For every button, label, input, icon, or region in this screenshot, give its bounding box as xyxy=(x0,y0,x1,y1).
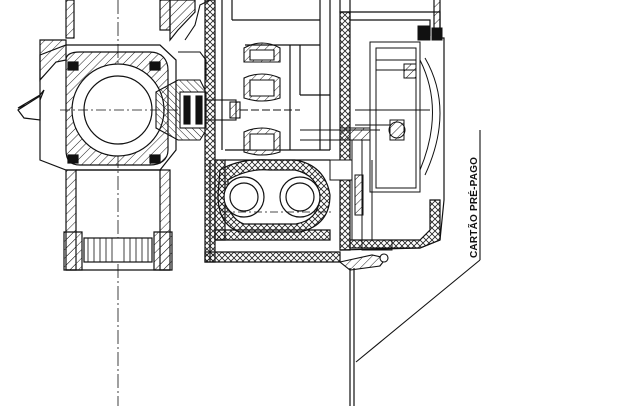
register-mechanism xyxy=(300,25,443,251)
card-slot xyxy=(338,253,389,271)
meter-plugs xyxy=(243,42,281,156)
callout-leader xyxy=(355,130,481,363)
callout-label: CARTÃO PRÉ-PAGO xyxy=(467,157,480,258)
valve-body xyxy=(17,0,196,271)
prepaid-card xyxy=(349,268,355,406)
measuring-chamber xyxy=(217,159,332,233)
